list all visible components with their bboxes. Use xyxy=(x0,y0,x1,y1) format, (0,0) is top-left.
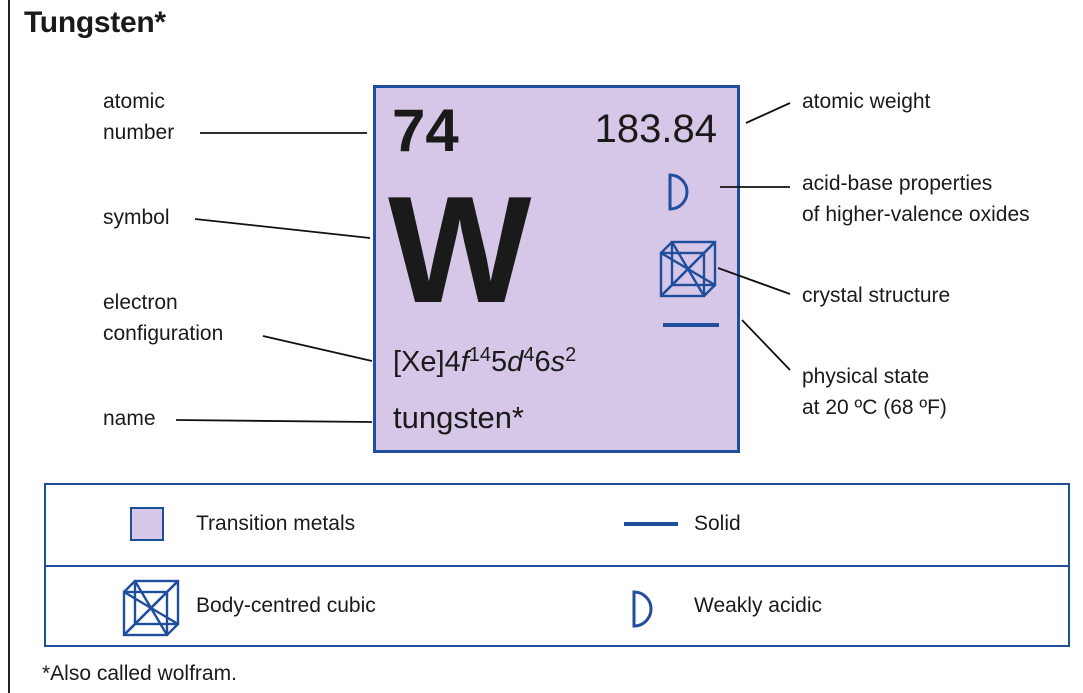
label-physical-state: physical state at 20 ºC (68 ºF) xyxy=(802,361,947,423)
config-core: [Xe]4 xyxy=(393,346,461,378)
element-name: tungsten* xyxy=(393,400,524,435)
left-border-rule xyxy=(8,0,10,693)
config-f: f xyxy=(460,346,469,378)
element-card: 74 183.84 W [Xe]4f145d46s2 tungsten* xyxy=(373,85,740,453)
weakly-acidic-icon xyxy=(668,173,689,211)
label-symbol: symbol xyxy=(103,206,170,229)
solid-line-icon xyxy=(624,522,678,526)
leader-electron-configuration xyxy=(262,335,373,362)
leader-physical-state xyxy=(741,319,791,371)
label-acid-base-properties: acid-base properties of higher-valence o… xyxy=(802,168,1030,230)
legend-acid-base-label: Weakly acidic xyxy=(694,594,822,617)
element-symbol: W xyxy=(388,165,531,335)
config-s: s xyxy=(550,346,566,378)
transition-metals-swatch xyxy=(130,507,164,541)
config-d-count: 4 xyxy=(523,344,535,366)
atomic-weight: 183.84 xyxy=(594,107,717,151)
atomic-number: 74 xyxy=(392,97,459,164)
label-electron-configuration-line2: configuration xyxy=(103,322,224,345)
label-name: name xyxy=(103,407,156,430)
leader-crystal-structure xyxy=(717,267,791,295)
leader-symbol xyxy=(194,218,371,239)
label-electron-configuration-line1: electron xyxy=(103,291,178,314)
body-centred-cubic-icon xyxy=(122,579,180,637)
body-centred-cubic-icon xyxy=(659,240,717,298)
config-s-count: 2 xyxy=(565,344,577,366)
label-physical-state-line2: at 20 ºC (68 ºF) xyxy=(802,396,947,419)
config-d: d xyxy=(507,346,524,378)
leader-atomic-weight xyxy=(745,102,791,124)
legend-category-label: Transition metals xyxy=(196,512,356,535)
electron-configuration: [Xe]4f145d46s2 xyxy=(393,344,576,380)
legend-divider xyxy=(46,565,1068,567)
label-physical-state-line1: physical state xyxy=(802,365,930,388)
legend-state-label: Solid xyxy=(694,512,741,535)
weakly-acidic-icon xyxy=(632,590,653,628)
config-shell-5: 5 xyxy=(491,346,508,378)
label-atomic-number-line1: atomic xyxy=(103,90,165,113)
page-title: Tungsten* xyxy=(24,6,166,39)
label-acid-base-line1: acid-base properties xyxy=(802,172,993,195)
label-crystal-structure: crystal structure xyxy=(802,284,951,307)
config-shell-6: 6 xyxy=(534,346,551,378)
label-acid-base-line2: of higher-valence oxides xyxy=(802,203,1030,226)
leader-name xyxy=(175,419,373,423)
footnote: *Also called wolfram. xyxy=(42,662,237,685)
config-f-count: 14 xyxy=(468,344,492,366)
label-atomic-number: atomic number xyxy=(103,86,174,148)
label-atomic-weight: atomic weight xyxy=(802,90,931,113)
label-electron-configuration: electron configuration xyxy=(103,287,223,349)
solid-line-icon xyxy=(663,323,719,327)
legend-crystal-label: Body-centred cubic xyxy=(196,594,376,617)
legend-box: Transition metals Solid Body-centred cub… xyxy=(44,483,1070,647)
label-atomic-number-line2: number xyxy=(103,121,175,144)
